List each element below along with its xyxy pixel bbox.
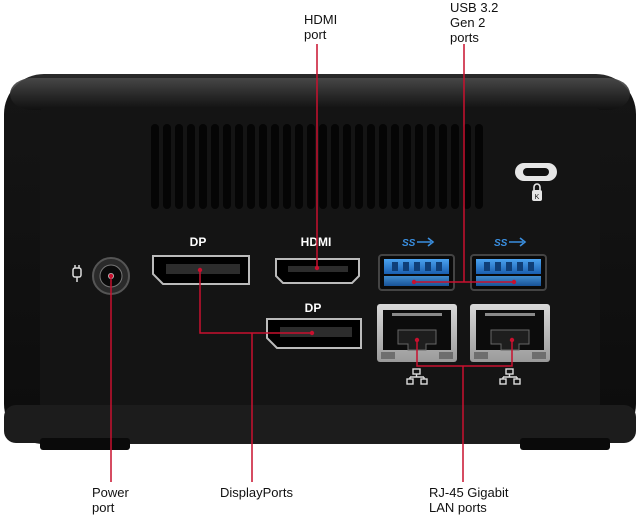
usb-ports-callout: USB 3.2 Gen 2 ports xyxy=(450,0,499,45)
callout-line-displayports xyxy=(199,270,312,482)
foot-left xyxy=(40,438,130,450)
usb-superspeed-icon: SS xyxy=(494,237,527,249)
foot-right xyxy=(520,438,610,450)
kensington-lock-slot xyxy=(515,163,557,181)
vent-grille xyxy=(151,124,483,209)
usb-port-left xyxy=(378,254,455,291)
rj45-ports-callout: RJ-45 Gigabit LAN ports xyxy=(429,485,509,515)
usb-port-right xyxy=(470,254,547,291)
hdmi-label: HDMI xyxy=(301,235,332,249)
chassis-top-bevel xyxy=(10,78,630,110)
rj45-port-right xyxy=(470,304,550,362)
dp-left-label: DP xyxy=(190,235,207,249)
svg-text:K: K xyxy=(535,194,540,201)
rj45-port-left xyxy=(377,304,457,362)
callout-line-usb xyxy=(414,44,514,283)
callout-lines xyxy=(110,44,514,482)
dp-lower-label: DP xyxy=(305,301,322,315)
power-plug-icon xyxy=(72,265,82,282)
usb-right-label: SS xyxy=(494,238,508,249)
usb-left-label: SS xyxy=(402,238,416,249)
chassis-base xyxy=(4,405,636,443)
power-port-callout: Power port xyxy=(92,485,129,515)
network-icon xyxy=(406,368,428,385)
callout-line-rj45 xyxy=(416,340,513,482)
hdmi-port-callout: HDMI port xyxy=(304,12,338,42)
kensington-lock-icon: K xyxy=(532,183,542,201)
displayports-callout: DisplayPorts xyxy=(220,485,293,500)
network-icon xyxy=(499,368,521,385)
callout-dots xyxy=(108,265,517,343)
usb-superspeed-icon: SS xyxy=(402,237,435,249)
